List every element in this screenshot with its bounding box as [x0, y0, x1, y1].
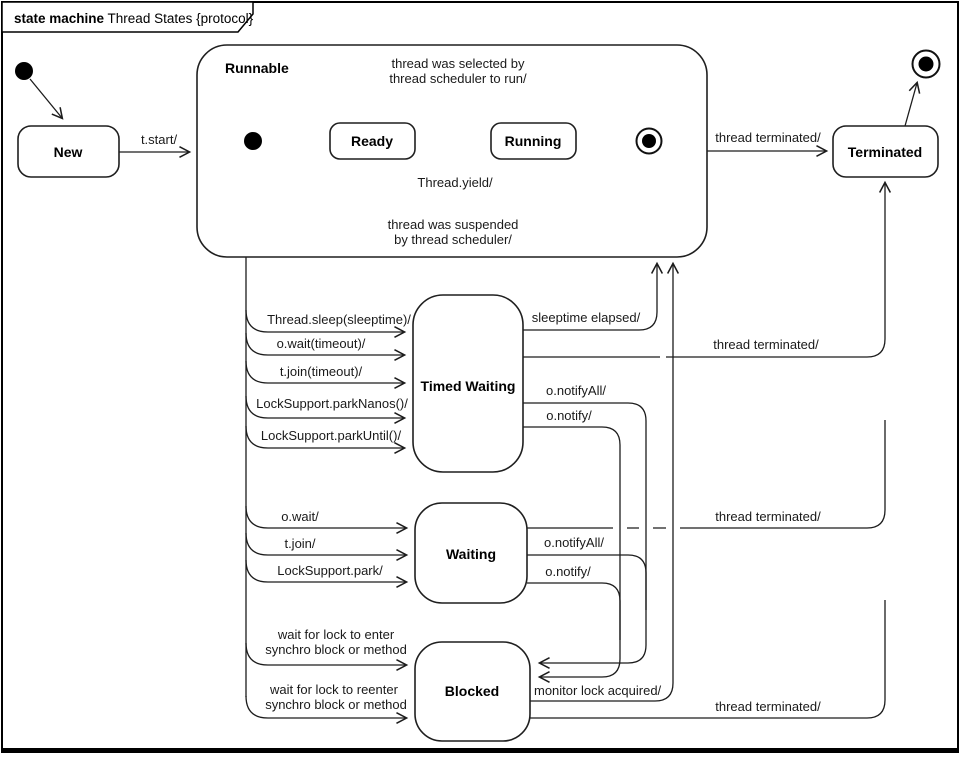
label-monitor-lock: monitor lock acquired/: [534, 683, 662, 698]
transition-o-wait: [245, 505, 409, 535]
state-new-label: New: [54, 144, 83, 160]
label-tw-notifyall: o.notifyAll/: [546, 383, 606, 398]
state-terminated: [832, 125, 939, 178]
transition-initial-to-new: [29, 78, 64, 120]
state-timed-waiting-label: Timed Waiting: [421, 378, 516, 394]
label-lock-enter-2: synchro block or method: [265, 642, 407, 657]
state-blocked-label: Blocked: [445, 683, 499, 699]
label-selected-2: thread scheduler to run/: [389, 71, 527, 86]
transition-sleeptime-elapsed: [523, 261, 664, 331]
label-o-wait: o.wait/: [281, 509, 319, 524]
label-wait-timeout: o.wait(timeout)/: [277, 336, 366, 351]
label-park: LockSupport.park/: [277, 563, 383, 578]
label-selected-1: thread was selected by: [392, 56, 525, 71]
label-park-nanos: LockSupport.parkNanos()/: [256, 396, 408, 411]
label-sleep: Thread.sleep(sleeptime)/: [267, 312, 411, 327]
frame-title-tab: [1, 1, 254, 33]
label-t-start: t.start/: [141, 132, 178, 147]
label-runnable-terminated: thread terminated/: [715, 130, 821, 145]
transition-tw-notify-to-blocked: [523, 426, 621, 684]
transition-w-notifyall-to-blocked: [527, 554, 647, 610]
frame-title-name: Thread States {protocol}: [104, 11, 254, 26]
label-tw-terminated: thread terminated/: [713, 337, 819, 352]
transition-terminated-to-final: [904, 80, 921, 127]
label-lock-enter-1: wait for lock to enter: [277, 627, 395, 642]
transition-sleep: [245, 309, 407, 339]
transition-w-terminated: [527, 420, 886, 529]
transition-lock-reenter: [245, 695, 409, 725]
transition-w-notify-to-blocked: [527, 582, 621, 640]
transition-t-join: [245, 532, 409, 562]
state-timed-waiting: [412, 294, 524, 473]
state-waiting-label: Waiting: [446, 546, 496, 562]
label-w-notify: o.notify/: [545, 564, 591, 579]
state-blocked: [414, 641, 531, 742]
transition-join-timeout: [245, 360, 407, 390]
state-ready-label: Ready: [351, 133, 393, 149]
state-runnable: [196, 44, 708, 258]
label-park-until: LockSupport.parkUntil()/: [261, 428, 402, 443]
label-tw-notify: o.notify/: [546, 408, 592, 423]
transition-lock-enter: [245, 642, 409, 672]
state-terminated-label: Terminated: [848, 144, 922, 160]
transition-park-until: [245, 425, 407, 455]
label-suspended-2: by thread scheduler/: [394, 232, 512, 247]
label-yield: Thread.yield/: [417, 175, 493, 190]
inner-final-state-icon: [635, 127, 663, 155]
transition-park: [245, 559, 409, 589]
label-sleeptime-elapsed: sleeptime elapsed/: [532, 310, 641, 325]
state-waiting: [414, 502, 528, 604]
state-runnable-label: Runnable: [225, 60, 289, 76]
state-running-label: Running: [505, 133, 562, 149]
transition-monitor-lock-acquired: [530, 261, 680, 702]
transition-park-nanos: [245, 395, 407, 425]
label-suspended-1: thread was suspended: [388, 217, 519, 232]
frame-title: state machine Thread States {protocol}: [14, 11, 254, 26]
transition-b-terminated: [530, 600, 886, 719]
transition-wait-timeout: [245, 332, 407, 362]
label-w-terminated: thread terminated/: [715, 509, 821, 524]
label-w-notifyall: o.notifyAll/: [544, 535, 604, 550]
label-lock-reenter-1: wait for lock to reenter: [269, 682, 399, 697]
frame-title-keyword: state machine: [14, 11, 105, 26]
state-running: [490, 122, 577, 160]
label-t-join: t.join/: [284, 536, 315, 551]
transition-tw-terminated: [523, 183, 885, 358]
final-state-icon: [911, 49, 941, 79]
label-lock-reenter-2: synchro block or method: [265, 697, 407, 712]
label-b-terminated: thread terminated/: [715, 699, 821, 714]
transition-tw-notifyall-to-blocked: [523, 402, 647, 670]
state-ready: [329, 122, 416, 160]
initial-state-icon: [15, 62, 33, 80]
label-join-timeout: t.join(timeout)/: [280, 364, 363, 379]
state-new: [17, 125, 120, 178]
inner-initial-state-icon: [244, 132, 262, 150]
